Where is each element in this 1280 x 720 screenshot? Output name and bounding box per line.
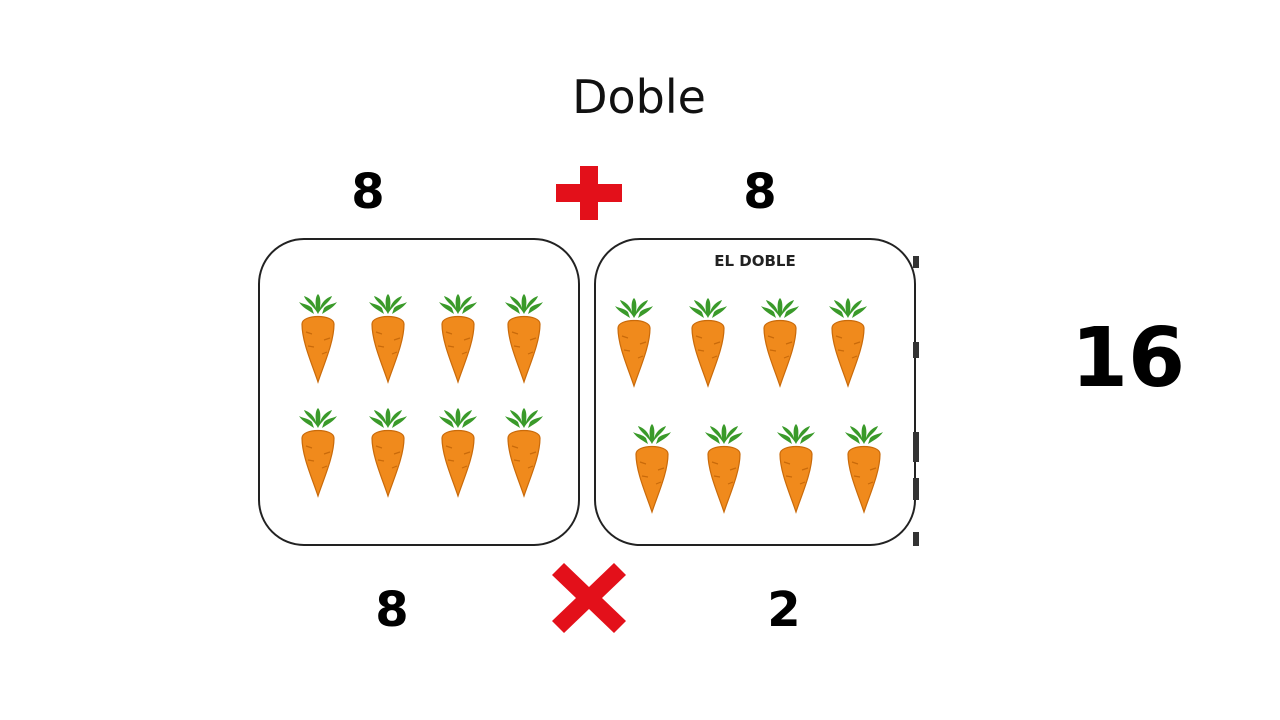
cropped-edge-mark bbox=[913, 342, 919, 358]
carrot-icon bbox=[615, 298, 653, 388]
carrot-icon bbox=[705, 424, 743, 514]
carrot-icon bbox=[299, 294, 337, 384]
addition-left-number: 8 bbox=[351, 164, 385, 220]
carrot-icon bbox=[299, 408, 337, 498]
times-icon bbox=[552, 563, 626, 633]
addition-right-number: 8 bbox=[743, 164, 777, 220]
multiplication-right-number: 2 bbox=[767, 582, 801, 638]
cropped-edge-mark bbox=[913, 478, 919, 500]
carrot-icon bbox=[369, 408, 407, 498]
multiplication-left-number: 8 bbox=[375, 582, 409, 638]
carrot-icon bbox=[505, 408, 543, 498]
carrot-icon bbox=[689, 298, 727, 388]
carrot-icon bbox=[505, 294, 543, 384]
carrot-icon bbox=[761, 298, 799, 388]
slide-title: Doble bbox=[572, 70, 706, 124]
carrot-icon bbox=[369, 294, 407, 384]
carrot-icon bbox=[777, 424, 815, 514]
plus-icon bbox=[556, 166, 622, 220]
carrot-box-left bbox=[258, 238, 580, 546]
carrot-icon bbox=[439, 408, 477, 498]
carrot-icon bbox=[439, 294, 477, 384]
carrot-icon bbox=[845, 424, 883, 514]
carrot-icon bbox=[829, 298, 867, 388]
carrot-icon bbox=[633, 424, 671, 514]
cropped-edge-mark bbox=[913, 256, 919, 268]
box-label-el-doble: EL DOBLE bbox=[714, 252, 796, 270]
result-number: 16 bbox=[1070, 311, 1186, 406]
cropped-edge-mark bbox=[913, 432, 919, 462]
cropped-edge-mark bbox=[913, 532, 919, 546]
